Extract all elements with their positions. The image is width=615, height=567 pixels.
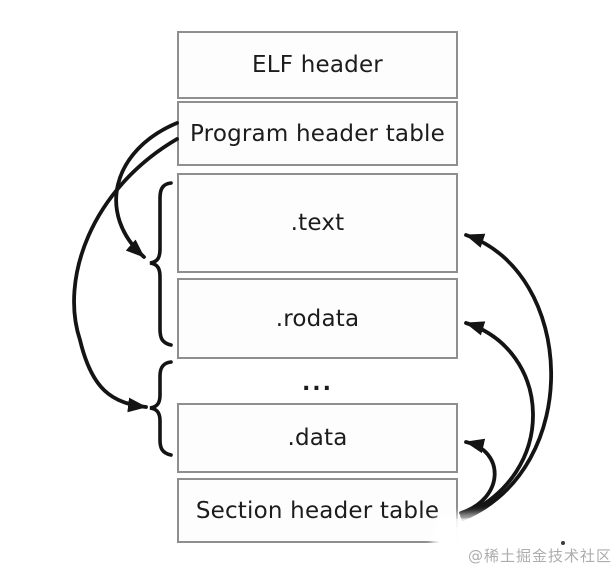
box-data-section: .data <box>177 403 458 473</box>
box-text-section: .text <box>177 173 458 273</box>
arrow-section-header-to-text <box>461 233 554 521</box>
brace-text-rodata-group <box>149 181 173 347</box>
box-label-section-header-table: Section header table <box>195 497 440 524</box>
arrow-program-header-to-text-segment <box>114 121 179 259</box>
box-elf-header: ELF header <box>177 31 458 99</box>
box-rodata-section: .rodata <box>177 278 458 359</box>
box-label-data-section: .data <box>287 425 348 451</box>
box-label-elf-header: ELF header <box>252 52 383 78</box>
arrow-section-header-to-data <box>459 438 497 515</box>
arrow-section-header-to-rodata <box>460 321 535 518</box>
box-label-text-section: .text <box>290 210 345 236</box>
ellipsis-label: ... <box>301 370 334 396</box>
arrow-program-header-to-data-segment <box>72 137 179 413</box>
brace-data-group <box>149 360 173 457</box>
box-label-rodata-section: .rodata <box>275 305 360 332</box>
watermark-text: @稀土掘金技术社区 <box>467 547 612 565</box>
box-section-header-table: Section header table <box>177 478 458 543</box>
speck-dot <box>561 541 565 545</box>
white-smudge-patch-small <box>437 529 499 545</box>
box-label-program-header-table: Program header table <box>190 120 445 147</box>
box-program-header-table: Program header table <box>177 101 458 166</box>
